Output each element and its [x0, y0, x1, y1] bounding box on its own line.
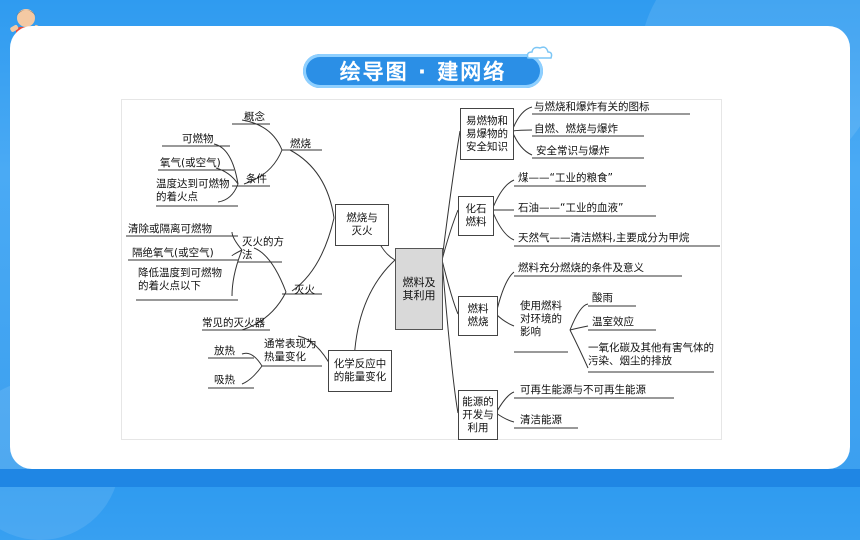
- heat-change-label: 通常表现为热量变化: [264, 338, 317, 363]
- extinguishers-label: 常见的灭火器: [202, 317, 265, 329]
- energy-change-node: 化学反应中的能量变化: [328, 350, 392, 392]
- fossil-node: 化石燃料: [458, 196, 494, 236]
- environment-impact-label: 使用燃料对环境的影响: [520, 300, 562, 338]
- concept-label: 概念: [244, 111, 265, 123]
- center-node: 燃料及其利用: [395, 248, 443, 330]
- condition-ignition: 温度达到可燃物的着火点: [156, 178, 230, 203]
- safety-item-ignition: 自燃、燃烧与爆炸: [534, 123, 618, 135]
- full-burning-label: 燃料充分燃烧的条件及意义: [518, 262, 644, 274]
- energy-dev-node: 能源的开发与利用: [458, 390, 498, 440]
- clean-energy-label: 清洁能源: [520, 414, 562, 426]
- footer-bar: [0, 469, 860, 487]
- impact-pollution: 一氧化碳及其他有害气体的污染、烟尘的排放: [588, 342, 714, 367]
- page-title: 绘导图 · 建网络: [303, 54, 543, 88]
- conditions-label: 条件: [246, 173, 267, 185]
- condition-oxygen: 氧气(或空气): [160, 157, 221, 169]
- fuel-burning-node: 燃料燃烧: [458, 296, 498, 336]
- extinguish-label: 灭火: [294, 284, 315, 296]
- cloud-icon: [526, 46, 553, 59]
- impact-acid-rain: 酸雨: [592, 292, 613, 304]
- impact-greenhouse: 温室效应: [592, 316, 634, 328]
- method-isolate: 隔绝氧气(或空气): [132, 247, 214, 259]
- mind-map-lines: [126, 106, 720, 429]
- safety-item-common: 安全常识与爆炸: [536, 145, 610, 157]
- endothermic-label: 吸热: [214, 374, 235, 386]
- fossil-oil: 石油——“工业的血液”: [518, 202, 624, 214]
- safety-item-signs: 与燃烧和爆炸有关的图标: [534, 101, 650, 113]
- fossil-coal: 煤——“工业的粮食”: [518, 172, 613, 184]
- method-cool: 降低温度到可燃物的着火点以下: [138, 267, 222, 292]
- safety-node: 易燃物和易爆物的安全知识: [460, 108, 514, 160]
- exothermic-label: 放热: [214, 345, 235, 357]
- method-remove: 清除或隔离可燃物: [128, 223, 212, 235]
- fossil-gas: 天然气——清洁燃料,主要成分为甲烷: [518, 232, 690, 244]
- condition-fuel: 可燃物: [182, 133, 214, 145]
- renewable-label: 可再生能源与不可再生能源: [520, 384, 646, 396]
- extinguish-methods-label: 灭火的方法: [242, 236, 284, 261]
- burning-label: 燃烧: [290, 138, 311, 150]
- combustion-node: 燃烧与灭火: [335, 204, 389, 246]
- mind-map: 燃料及其利用 燃烧与灭火 燃烧 概念 条件 可燃物 氧气(或空气) 温度达到可燃…: [121, 99, 722, 440]
